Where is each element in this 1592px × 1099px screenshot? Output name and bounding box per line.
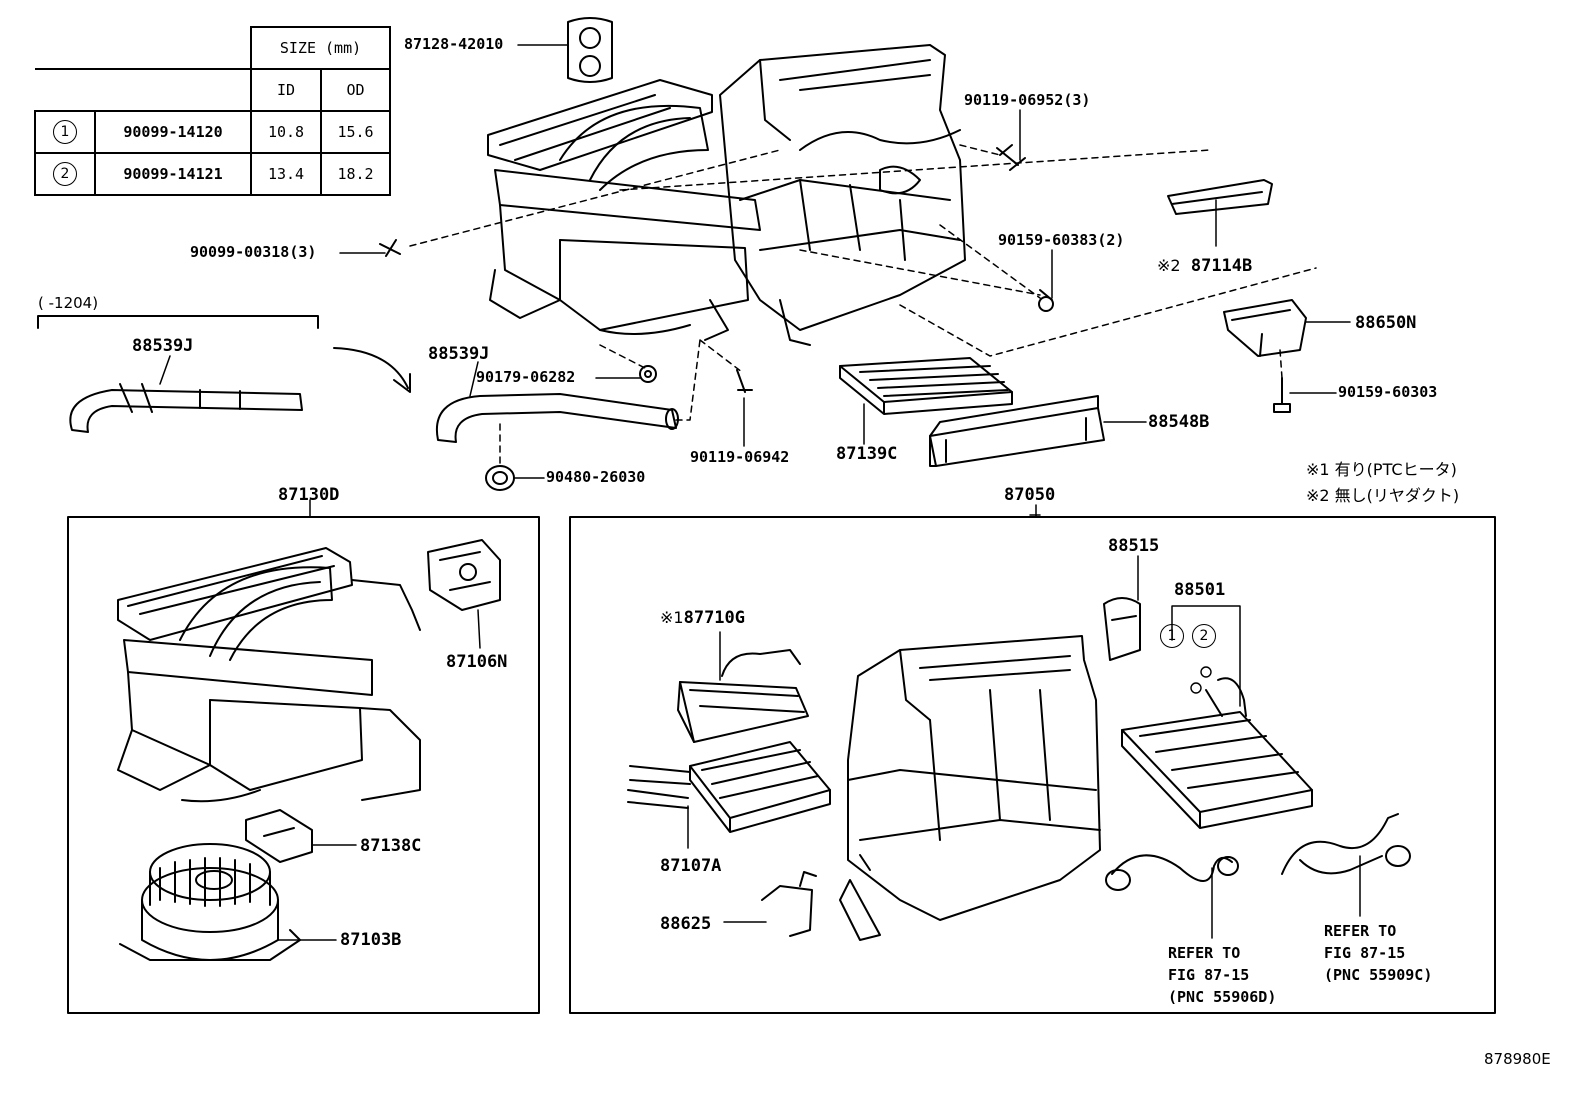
heater-unit-frame (569, 516, 1496, 1014)
evaporator-top-part (929, 395, 1105, 467)
drain-hose-right (435, 393, 679, 443)
table-cell-id: 13.4 (250, 152, 322, 196)
part-label-90159-60383[interactable]: 90159-60383(2) (998, 231, 1125, 249)
figure-id: 878980E (1484, 1050, 1551, 1068)
hose-grommet (485, 465, 515, 491)
part-label-88548b[interactable]: 88548B (1148, 412, 1210, 432)
part-label-88650n[interactable]: 88650N (1355, 313, 1417, 333)
heater-core-part (627, 741, 831, 833)
size-table-header: SIZE (mm) (250, 26, 391, 70)
arrow-hose-change (333, 347, 411, 393)
circle-mark-2-evap: 2 (1192, 624, 1216, 648)
part-label-87114b[interactable]: ※2 87114B (1157, 258, 1252, 275)
part-label-90480-26030[interactable]: 90480-26030 (546, 468, 646, 486)
refer-to-note-1[interactable]: REFER TO FIG 87-15 (PNC 55906D) (1168, 942, 1276, 1008)
fasteners (379, 144, 1291, 413)
part-label-87710g[interactable]: ※187710G (660, 610, 745, 627)
part-label-90119-06942[interactable]: 90119-06942 (690, 448, 790, 466)
part-label-87139c[interactable]: 87139C (836, 444, 898, 464)
o-ring-marks (1190, 666, 1212, 694)
table-cell-part: 90099-14120 (94, 110, 252, 154)
dashed-leader-lines (409, 144, 1317, 465)
size-table-col-id: ID (250, 68, 322, 112)
leader-lines-left (277, 609, 481, 941)
size-table: SIZE (mm) ID OD 1 90099-14120 10.8 15.6 … (34, 26, 391, 196)
blower-motor-part (119, 843, 301, 961)
damper-servo-part (427, 539, 501, 611)
refer-line: (PNC 55906D) (1168, 988, 1277, 1006)
sensor-wire-2 (1281, 813, 1411, 875)
hvac-main-assembly (487, 44, 966, 346)
table-cell-od: 18.2 (320, 152, 391, 196)
part-label-87130d[interactable]: 87130D (278, 485, 340, 505)
leader-lines-right (687, 514, 1361, 939)
table-cell-id: 10.8 (250, 110, 322, 154)
part-label-88539j-old[interactable]: 88539J (132, 336, 194, 356)
table-row: 2 90099-14121 13.4 18.2 (34, 152, 391, 196)
part-label-87106n[interactable]: 87106N (446, 652, 508, 672)
refer-line: (PNC 55909C) (1324, 966, 1433, 984)
table-cell-od: 15.6 (320, 110, 391, 154)
table-row: 1 90099-14120 10.8 15.6 (34, 110, 391, 154)
part-label-90119-06952[interactable]: 90119-06952(3) (964, 91, 1091, 109)
note-rear-duct: ※2 無し(リヤダクト) (1306, 486, 1460, 505)
circle-mark-1: 1 (53, 120, 77, 144)
part-label-87103b[interactable]: 87103B (340, 930, 402, 950)
ptc-heater-part (677, 649, 809, 743)
circle-mark-1-evap: 1 (1160, 624, 1184, 648)
blower-case-part (117, 547, 421, 803)
part-label-87710g-text: 87710G (683, 608, 746, 628)
part-label-90179-06282[interactable]: 90179-06282 (476, 368, 576, 386)
part-label-88625[interactable]: 88625 (660, 914, 712, 934)
refer-line: REFER TO (1168, 944, 1241, 962)
duct-plate-part (1167, 179, 1273, 215)
drain-hose-left (69, 383, 303, 433)
actuator-part-top (1223, 299, 1307, 357)
part-label-87107a[interactable]: 87107A (660, 856, 722, 876)
part-label-87050[interactable]: 87050 (1004, 485, 1056, 505)
resistor-part (245, 809, 313, 863)
part-label-90159-60303[interactable]: 90159-60303 (1338, 383, 1438, 401)
refer-line: REFER TO (1324, 922, 1397, 940)
circle-mark-2: 2 (53, 162, 77, 186)
sensor-wire-1 (1105, 854, 1239, 891)
note-mark-1: ※1 (660, 608, 684, 627)
part-label-87138c[interactable]: 87138C (360, 836, 422, 856)
blower-assembly-frame (67, 516, 540, 1014)
date-range-bracket (37, 315, 319, 329)
expansion-valve-part (1103, 597, 1141, 661)
table-cell-part: 90099-14121 (94, 152, 252, 196)
heater-case-part (839, 635, 1101, 941)
grommet-part (567, 17, 613, 83)
refer-to-note-2[interactable]: REFER TO FIG 87-15 (PNC 55909C) (1324, 920, 1432, 986)
part-label-90099-00318[interactable]: 90099-00318(3) (190, 243, 317, 261)
note-mark-2: ※2 (1157, 256, 1181, 275)
part-label-88539j[interactable]: 88539J (428, 344, 490, 364)
air-filter-part (839, 357, 1013, 415)
part-label-87128-42010[interactable]: 87128-42010 (404, 35, 504, 53)
part-label-87114b-text: 87114B (1190, 256, 1253, 276)
note-ptc-heater: ※1 有り(PTCヒータ) (1306, 460, 1457, 479)
part-label-88515[interactable]: 88515 (1108, 536, 1160, 556)
refer-line: FIG 87-15 (1168, 966, 1250, 984)
date-range-note: ( -1204) (38, 294, 99, 312)
refer-line: FIG 87-15 (1324, 944, 1406, 962)
sensor-clip-part (761, 871, 817, 937)
size-table-col-od: OD (320, 68, 391, 112)
part-label-88501[interactable]: 88501 (1174, 580, 1226, 600)
evaporator-part (1121, 677, 1313, 829)
leader-lines-top (159, 44, 1351, 518)
